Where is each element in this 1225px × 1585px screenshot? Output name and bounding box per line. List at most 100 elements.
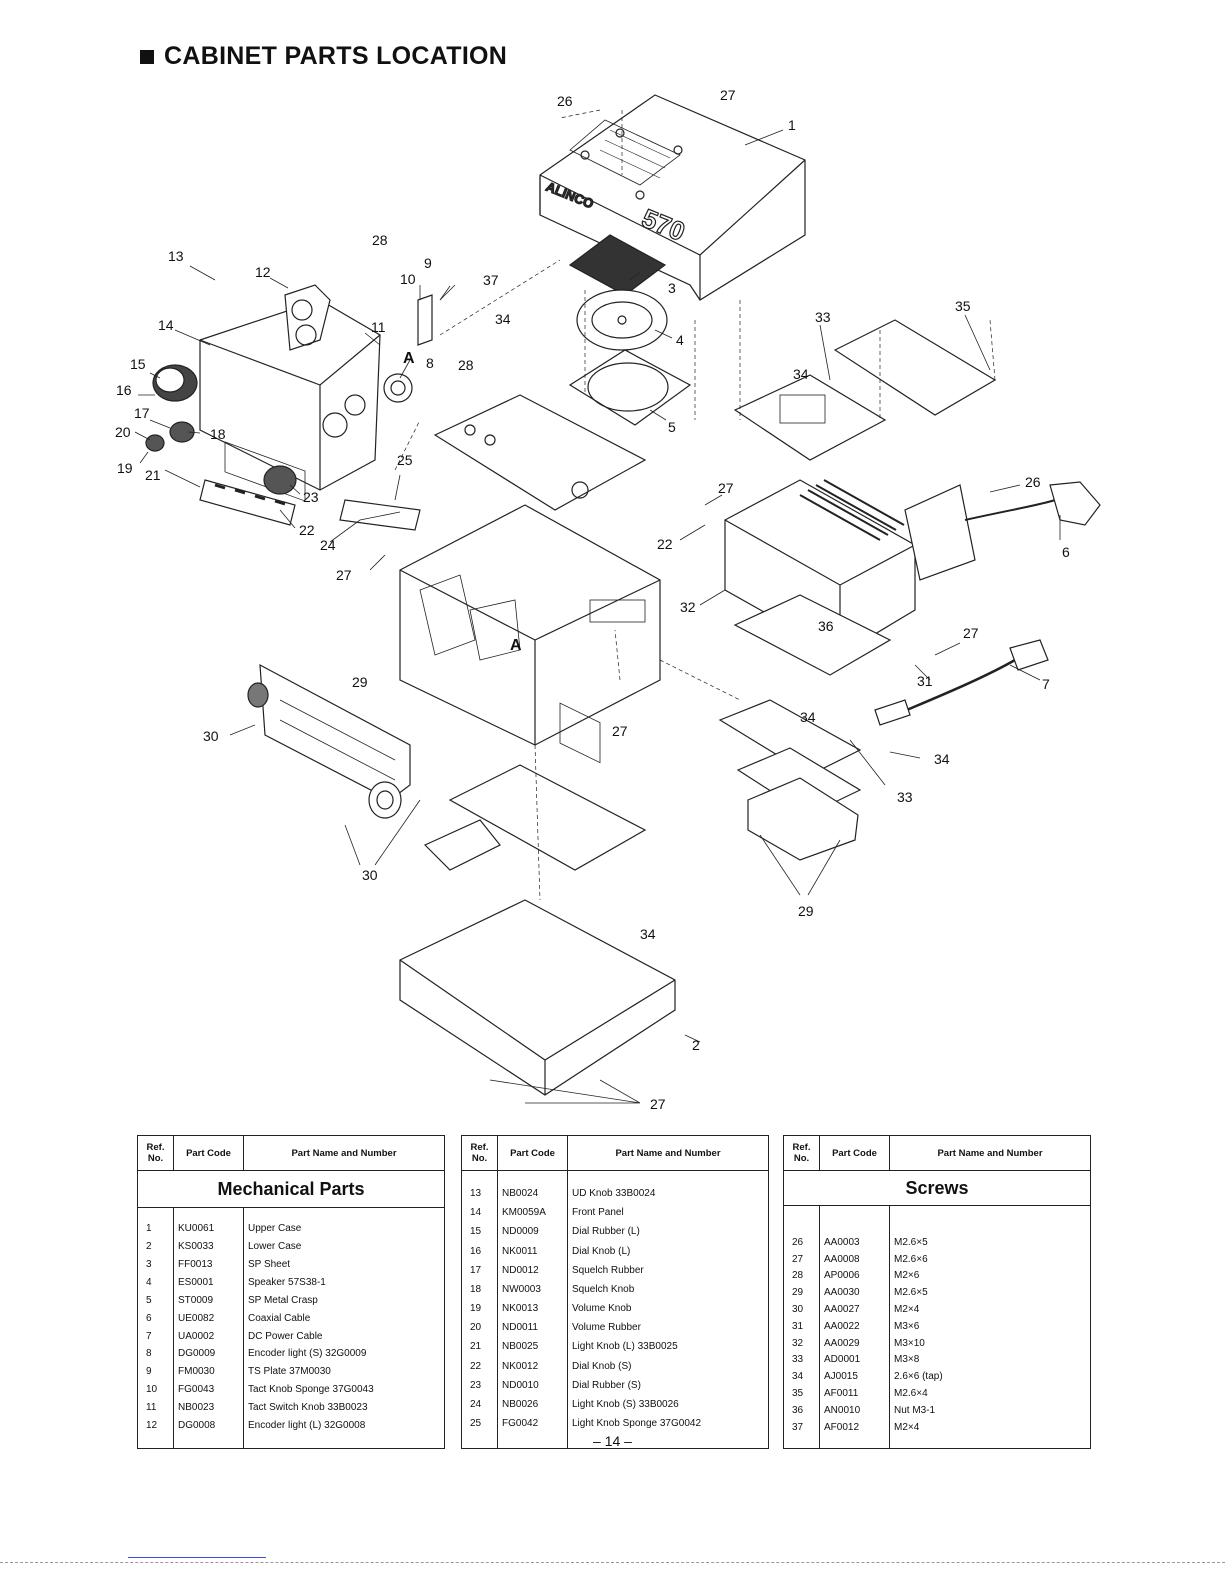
- name-header: Part Name and Number: [567, 1135, 769, 1171]
- ref-cell: 19: [461, 1299, 498, 1320]
- part-code-cell: AA0022: [819, 1318, 890, 1336]
- spacer-row: [783, 1205, 1091, 1218]
- ref-cell: 23: [461, 1376, 498, 1396]
- callout-11: 11: [371, 319, 386, 335]
- code-header: Part Code: [173, 1135, 244, 1171]
- callout-3: 3: [668, 280, 676, 296]
- dc-power-cable-part: [874, 639, 1049, 726]
- callout-26b: 26: [1025, 474, 1041, 490]
- callout-2: 2: [692, 1037, 700, 1053]
- callout-33b: 33: [897, 789, 913, 805]
- callout-17: 17: [134, 405, 150, 421]
- mechanical-parts-table: Ref. No. Part Code Part Name and Number …: [137, 1135, 445, 1449]
- part-code-cell: NB0026: [497, 1395, 568, 1416]
- part-code-cell: KM0059A: [497, 1203, 568, 1224]
- part-name-cell: Dial Knob (L): [567, 1242, 769, 1262]
- page-heading: CABINET PARTS LOCATION: [140, 42, 507, 71]
- part-code-cell: KS0033: [173, 1238, 244, 1257]
- part-name-cell: DC Power Cable: [243, 1328, 445, 1346]
- name-header: Part Name and Number: [243, 1135, 445, 1171]
- callout-23: 23: [303, 489, 319, 505]
- part-code-cell: ND0011: [497, 1319, 568, 1339]
- heading-text: CABINET PARTS LOCATION: [164, 42, 508, 70]
- part-name-cell: Squelch Knob: [567, 1280, 769, 1300]
- ref-header: Ref. No.: [137, 1135, 174, 1171]
- ref-cell: 30: [783, 1301, 820, 1319]
- part-name-cell: Tact Switch Knob 33B0023: [243, 1399, 445, 1418]
- callout-30b: 30: [362, 867, 378, 883]
- section-marker-a-bottom: A: [510, 637, 522, 654]
- callout-27e: 27: [963, 625, 979, 641]
- ref-cell: 13: [461, 1184, 498, 1204]
- part-name-cell: M2.6×5: [889, 1285, 1091, 1302]
- part-code-cell: ND0012: [497, 1261, 568, 1281]
- part-code-cell: NK0012: [497, 1357, 568, 1377]
- part-code-cell: NB0025: [497, 1338, 568, 1358]
- ref-cell: 20: [461, 1319, 498, 1339]
- main-chassis-part: [399, 504, 661, 746]
- volume-knob-part: [145, 434, 165, 452]
- callout-37: 37: [483, 272, 499, 288]
- part-code-cell: ST0009: [173, 1292, 244, 1311]
- part-name-cell: Nut M3-1: [889, 1402, 1091, 1420]
- ref-cell: 28: [783, 1268, 820, 1286]
- part-name-cell: M3×8: [889, 1352, 1091, 1370]
- part-name-cell: M2.6×6: [889, 1251, 1091, 1269]
- encoder-light-l-part: [284, 284, 331, 351]
- part-code-cell: AA0029: [819, 1335, 890, 1353]
- ref-cell: 33: [783, 1352, 820, 1370]
- front-panel-part: [199, 299, 381, 502]
- part-name-cell: Tact Knob Sponge 37G0043: [243, 1381, 445, 1400]
- encoder-light-s-part: [383, 373, 413, 403]
- part-code-cell: ES0001: [173, 1274, 244, 1293]
- spacer-row: [137, 1207, 445, 1221]
- callout-29a: 29: [352, 674, 368, 690]
- ts-plate-part: [417, 294, 433, 346]
- spacer-row: [461, 1434, 769, 1449]
- part-name-cell: 2.6×6 (tap): [889, 1369, 1091, 1386]
- callout-34c: 34: [800, 709, 816, 725]
- callout-13: 13: [168, 248, 184, 264]
- callout-31: 31: [917, 673, 933, 689]
- exploded-parts-diagram: ALINCO 570: [115, 87, 1101, 1112]
- light-knob-l-part: [199, 479, 296, 526]
- part-code-cell: FG0042: [497, 1415, 568, 1435]
- section-title: Mechanical Parts: [137, 1170, 445, 1209]
- part-name-cell: TS Plate 37M0030: [243, 1363, 445, 1382]
- ref-header: Ref. No.: [461, 1135, 498, 1171]
- speaker-part: [576, 289, 668, 351]
- part-code-cell: FG0043: [173, 1381, 244, 1400]
- ref-cell: 7: [137, 1328, 174, 1346]
- part-code-cell: KU0061: [173, 1220, 244, 1239]
- part-name-cell: Speaker 57S38-1: [243, 1274, 445, 1293]
- part-name-cell: Volume Knob: [567, 1299, 769, 1320]
- ref-cell: 26: [783, 1234, 820, 1252]
- part-name-cell: Dial Knob (S): [567, 1357, 769, 1377]
- part-name-cell: UD Knob 33B0024: [567, 1184, 769, 1204]
- dial-knob-small-part: [263, 465, 297, 495]
- ref-cell: 8: [137, 1345, 174, 1364]
- callout-34e: 34: [640, 926, 656, 942]
- ref-cell: 34: [783, 1369, 820, 1386]
- part-name-cell: M3×10: [889, 1335, 1091, 1353]
- coaxial-cable-part: [904, 481, 1101, 581]
- callout-4: 4: [676, 332, 684, 348]
- callout-27a: 27: [720, 87, 736, 103]
- part-code-cell: AA0003: [819, 1234, 890, 1252]
- front-control-board-part: [247, 663, 411, 819]
- callout-12: 12: [255, 264, 271, 280]
- table-header-row: Ref. No. Part Code Part Name and Number: [137, 1135, 445, 1171]
- callout-20: 20: [115, 424, 131, 440]
- ref-cell: 10: [137, 1381, 174, 1400]
